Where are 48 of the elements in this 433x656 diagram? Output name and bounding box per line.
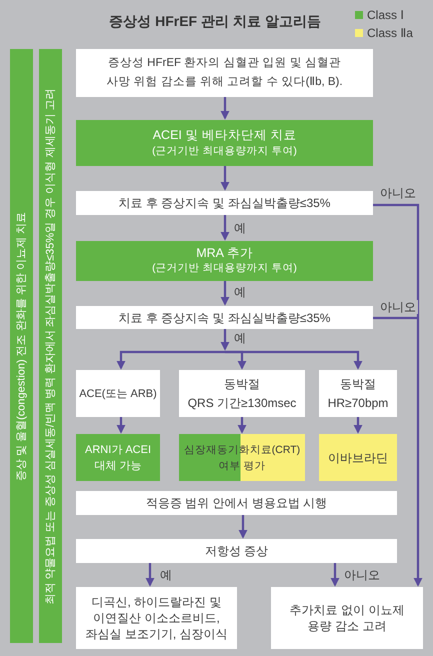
arrow <box>146 563 154 587</box>
legend-label: Class Ⅱa <box>367 25 413 41</box>
process-box: 증상성 HFrEF 환자의 심혈관 입원 및 심혈관 사망 위험 감소를 위해 고려할 수 있다(Ⅱb, B). <box>76 49 373 97</box>
side-banner <box>10 49 33 643</box>
arrow <box>225 350 362 370</box>
arrow <box>354 417 362 434</box>
legend-label: Class Ⅰ <box>367 7 404 23</box>
decision-box: 저항성 증상 <box>76 539 397 563</box>
arrow <box>220 281 230 306</box>
decision-box: 치료 후 증상지속 및 좌심실박출량≤35% <box>76 306 373 329</box>
arrow <box>238 417 246 434</box>
condition-text: HR≥70bpm <box>328 394 388 412</box>
arrow <box>220 329 230 351</box>
connector-line <box>373 204 420 318</box>
arrow <box>238 515 248 539</box>
treatment-box: 이바브라딘 <box>319 434 397 481</box>
edge-label: 아니오 <box>342 568 382 582</box>
arrow <box>414 318 422 587</box>
connector-line <box>373 316 418 320</box>
banner-text: 최적 약물요법 또는 증상성 심실세동/빈맥 병력 환자에서 좌심실박출량≤35%일 경우 이식형 제세동기 고려 <box>43 87 57 606</box>
heading-text: ACEI 및 베타차단제 치료 <box>152 127 296 143</box>
dose-note: (근거기반 최대용량까지 투여) <box>152 144 297 159</box>
process-box: 적응증 범위 안에서 병용요법 시행 <box>76 491 397 515</box>
arrow <box>220 97 230 120</box>
treatment-box: ARNI가 ACEI 대체 가능 <box>76 434 160 481</box>
heading-text: 동박절 <box>340 376 376 392</box>
edge-label: 아니오 <box>378 300 418 314</box>
decision-box: 치료 후 증상지속 및 좌심실박출량≤35% <box>76 191 373 215</box>
title: 증상성 HFrEF 관리 치료 알고리듬 <box>108 12 322 30</box>
banner-text: 증상 및 울혈(congestion) 전조 완화를 위한 이뇨제 치료 <box>14 210 28 482</box>
arrow <box>220 215 230 241</box>
treatment-box <box>76 120 373 166</box>
condition-text: QRS 기간≥130msec <box>188 394 296 412</box>
outcome-box: 추가치료 없이 이뇨제 용량 감소 고려 <box>271 587 423 649</box>
dose-note: (근거기반 최대용량까지 투여) <box>152 261 297 276</box>
arrow <box>116 350 225 370</box>
condition-box <box>179 370 305 417</box>
condition-box: ACE(또는 ARB) <box>76 370 160 417</box>
edge-label: 아니오 <box>378 186 418 200</box>
arrow <box>116 417 126 434</box>
arrow <box>330 563 340 587</box>
arrow <box>220 166 230 191</box>
side-banner <box>39 49 62 643</box>
treatment-box <box>76 241 373 281</box>
heading-text: MRA 추가 <box>196 246 253 261</box>
condition-box <box>319 370 397 417</box>
heading-text: 동박절 <box>224 376 260 392</box>
outcome-box: 디곡신, 하이드랄라진 및 이연질산 이소소르비드, 좌심실 보조기기, 심장이식 <box>76 587 237 649</box>
